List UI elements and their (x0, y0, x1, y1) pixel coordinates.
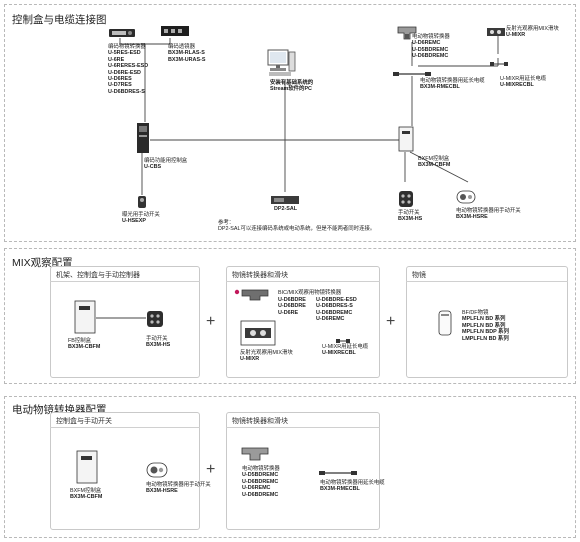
motor-sub-nosepiece (226, 412, 380, 530)
mix-sub-objectives-title: 物镜 (412, 272, 426, 279)
mix-sub-objectives (406, 266, 568, 378)
cbfm-label: BXFM控制盒 BX3M-CBFM (418, 156, 451, 169)
mix-slider-label: 反射光观察用MIX滑块 U-MIXR (506, 26, 559, 39)
mix-slider-box-image (240, 320, 276, 346)
mix-hand-switch-image (146, 310, 164, 328)
coded-nosepiece-image (108, 26, 136, 38)
hsexp-image (136, 195, 148, 209)
hsexp-label: 曝光用手动开关 U-HSEXP (122, 212, 160, 225)
mix-cbfm-label: FB控制盒 BX3M-CBFM (68, 338, 101, 351)
mix-cable-image (490, 54, 508, 66)
hand-switch-image (398, 190, 414, 208)
hsre-image (456, 190, 476, 204)
motor-cbfm-label: BXFM控制盒 BX3M-CBFM (70, 488, 103, 501)
motor-cable-label: 电动物镜转换器用延长电缆 BX3M-RMECBL (320, 480, 385, 493)
mix-cable-2-image (336, 332, 350, 343)
mix-sub-controller-title: 机架、控制盒与手动控制器 (56, 272, 140, 279)
mix-nosepiece-name: BIC/MIX观察用物镜转换器 (278, 290, 342, 296)
hand-switch-label: 手动开关 BX3M-HS (398, 210, 423, 223)
coded-rack-label: 编码透镜器 BX3M-RLAS-S BX3M-URAS-S (168, 44, 206, 63)
plus-sign-mix-2: + (386, 313, 396, 330)
plus-sign-motor: + (206, 461, 216, 478)
motor-cable-image (318, 465, 358, 475)
section-title-cable: 控制盒与电缆连接图 (12, 14, 107, 26)
mix-cable-2-label: U-MIXR用延长电缆 U-MIXRECBL (322, 344, 369, 357)
motor-sub-controller-title: 控制盒与手动开关 (56, 418, 112, 425)
objective-label: BF/DF物镜 MPLFLN BD 系列 MPLFLN BD 系列 MPLFLN… (462, 310, 509, 342)
motor-cbfm-image (76, 450, 98, 484)
motor-nosepiece-label: 电动物镜转换器 U-D5BDREMC U-D6BDREMC U-D6REMC U… (242, 466, 280, 498)
mix-cable-label: U-MIXR用延长电缆 U-MIXRECBL (500, 76, 547, 89)
dp2sal-image (270, 192, 300, 204)
reference-note: 参考： DP2-SAL可以连接编码系统或电动系统，但是不能两者同时连接。 (218, 220, 376, 233)
motorized-nosepiece-image (396, 24, 420, 42)
cbs-image (136, 122, 150, 154)
pc-label: 安装有基础系统的 Stream软件的PC (270, 80, 314, 93)
dp2sal-label: DP2-SAL (274, 206, 298, 212)
motor-hsre-image (146, 462, 168, 478)
pc-image (266, 48, 296, 78)
plus-sign-mix-1: + (206, 313, 216, 330)
mix-slider-box-label: 反射光观察用MIX滑块 U-MIXR (240, 350, 293, 363)
mix-hand-switch-label: 手动开关 BX3M-HS (146, 336, 171, 349)
hsre-label: 电动物镜转换器用手动开关 BX3M-HSRE (456, 208, 521, 221)
mix-sub-nosepiece-title: 物镜转换器和滑块 (232, 272, 288, 279)
motor-sub-nosepiece-title: 物镜转换器和滑块 (232, 418, 288, 425)
objective-image (438, 310, 452, 336)
mix-nosepiece-image (234, 288, 270, 302)
motor-nosepiece-image (240, 446, 270, 462)
motorized-nosepiece-label: 电动物镜转换器 U-D6REMC U-D5BDREMC U-D6BDREMC (412, 34, 450, 60)
section-cable-diagram (4, 4, 576, 242)
coded-rack-image (160, 24, 190, 38)
motor-sub-controller (50, 412, 200, 530)
mix-slider-image (486, 24, 506, 36)
cbs-label: 编码功能用控制盒 U-CBS (144, 158, 188, 171)
motor-hsre-label: 电动物镜转换器用手动开关 BX3M-HSRE (146, 482, 211, 495)
section-motorized-config (4, 396, 576, 538)
section-mix-config (4, 248, 576, 384)
coded-nosepiece-label: 编码物镜转换器 U-5RES-ESD U-6RE U-6RERES-ESD U-… (108, 44, 149, 95)
motorized-cable-image (392, 66, 432, 76)
cbfm-image (398, 126, 414, 152)
mix-nosepiece-models-left: U-D6BDRE U-D6BDRE U-D6RE (278, 297, 306, 316)
mix-nosepiece-models-right: U-D6BDRE-ESD U-D6BDRES-S U-D6BDREMC U-D6… (316, 297, 357, 323)
mix-cbfm-image (74, 300, 96, 334)
motorized-cable-label: 电动物镜转换器用延长电缆 BX3M-RMECBL (420, 78, 485, 91)
